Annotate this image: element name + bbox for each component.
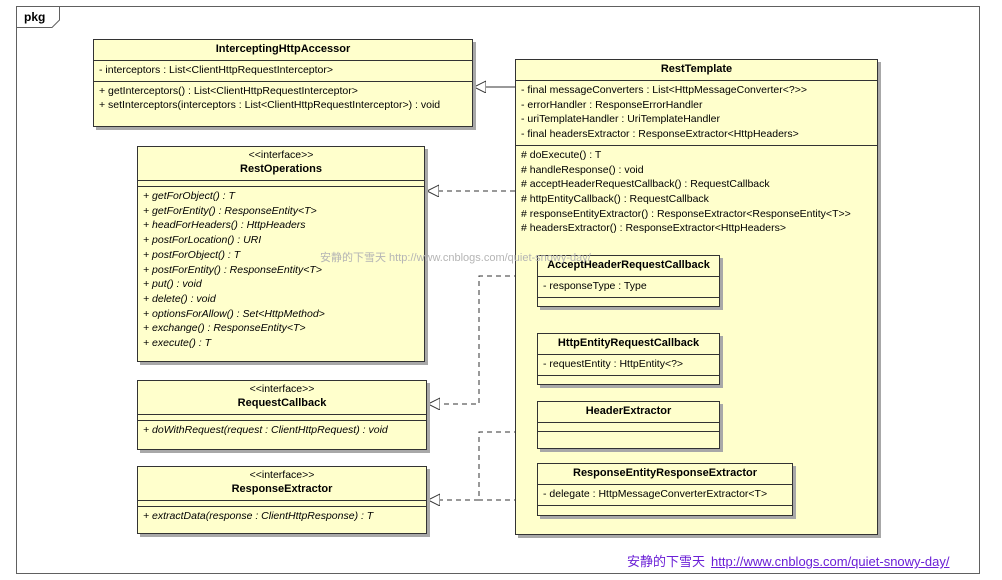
operation: # acceptHeaderRequestCallback() : Reques… [521, 178, 770, 191]
stereotype: <<interface>> [248, 149, 314, 161]
operation: # handleResponse() : void [521, 163, 644, 176]
attribute: - errorHandler : ResponseErrorHandler [521, 98, 703, 111]
class-name: HeaderExtractor [585, 405, 672, 417]
operation: + extractData(response : ClientHttpRespo… [143, 510, 374, 522]
operation: # headersExtractor() : ResponseExtractor… [521, 222, 786, 235]
interface-request-callback: <<interface>> RequestCallback + doWithRe… [137, 380, 427, 450]
operation: + getForEntity() : ResponseEntity<T> [143, 204, 317, 217]
realization-line [428, 275, 537, 404]
operation: + postForLocation() : URI [143, 234, 262, 247]
class-http-entity-request-callback: HttpEntityRequestCallback - requestEntit… [537, 333, 720, 385]
operation: + getInterceptors() : List<ClientHttpReq… [99, 84, 358, 97]
attribute: - final messageConverters : List<HttpMes… [521, 84, 807, 96]
package-label: pkg [24, 10, 46, 24]
attribute: - requestEntity : HttpEntity<?> [543, 358, 684, 370]
class-name: HttpEntityRequestCallback [557, 337, 700, 349]
class-name: InterceptingHttpAccessor [215, 43, 351, 55]
stereotype: <<interface>> [249, 383, 315, 395]
operation: + doWithRequest(request : ClientHttpRequ… [143, 424, 388, 436]
class-name: RestOperations [240, 163, 322, 175]
operation: + postForEntity() : ResponseEntity<T> [143, 263, 322, 276]
footer-author: 安静的下雪天 [627, 554, 706, 569]
operation: + headForHeaders() : HttpHeaders [143, 219, 306, 232]
class-response-entity-response-extractor: ResponseEntityResponseExtractor - delega… [537, 463, 793, 516]
interface-rest-operations: <<interface>> RestOperations + getForObj… [137, 146, 425, 362]
watermark-text: 安静的下雪天 http://www.cnblogs.com/quiet-snow… [320, 252, 591, 264]
operation: + put() : void [143, 278, 202, 291]
footer-watermark: 安静的下雪天 http://www.cnblogs.com/quiet-snowy… [627, 551, 949, 570]
class-name: ResponseExtractor [231, 483, 333, 495]
attribute: - delegate : HttpMessageConverterExtract… [543, 488, 768, 500]
attribute: - uriTemplateHandler : UriTemplateHandle… [521, 113, 720, 126]
class-name: ResponseEntityResponseExtractor [573, 467, 757, 479]
class-name: RestTemplate [660, 63, 733, 75]
operation: + setInterceptors(interceptors : List<Cl… [99, 99, 441, 112]
operation: + optionsForAllow() : Set<HttpMethod> [143, 307, 325, 320]
attribute: - interceptors : List<ClientHttpRequestI… [99, 64, 334, 76]
operation: + postForObject() : T [143, 248, 241, 261]
operation: # doExecute() : T [521, 148, 602, 161]
stereotype: <<interface>> [249, 469, 315, 481]
operation: + exchange() : ResponseEntity<T> [143, 322, 306, 335]
operation: # httpEntityCallback() : RequestCallback [521, 192, 709, 205]
realization-line [428, 431, 537, 500]
package-frame [16, 6, 980, 574]
operation: + getForObject() : T [143, 190, 235, 202]
class-name: RequestCallback [237, 397, 327, 409]
package-tab [16, 6, 60, 28]
class-header-extractor: HeaderExtractor [537, 401, 720, 449]
class-intercepting-http-accessor: InterceptingHttpAccessor - interceptors … [93, 39, 473, 127]
operation: + delete() : void [143, 292, 216, 305]
class-name: AcceptHeaderRequestCallback [547, 259, 710, 271]
interface-response-extractor: <<interface>> ResponseExtractor + extrac… [137, 466, 427, 534]
attribute: - final headersExtractor : ResponseExtra… [521, 128, 799, 141]
class-accept-header-request-callback: AcceptHeaderRequestCallback - responseTy… [537, 255, 720, 307]
operation: # responseEntityExtractor() : ResponseEx… [521, 207, 851, 220]
operation: + execute() : T [143, 337, 211, 350]
footer-url-link[interactable]: http://www.cnblogs.com/quiet-snowy-day/ [711, 554, 950, 569]
attribute: - responseType : Type [543, 280, 647, 292]
